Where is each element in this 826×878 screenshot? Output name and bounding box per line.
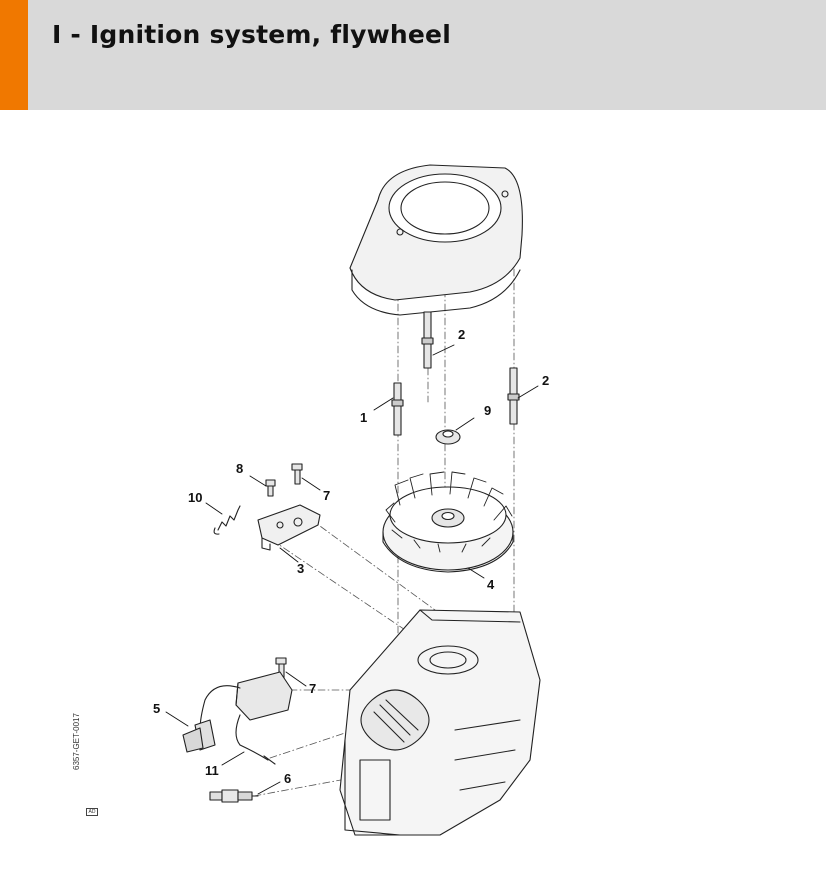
accent-stripe	[0, 0, 28, 110]
callout-7-screw-lower[interactable]: 7	[309, 681, 317, 696]
ignition-coil-part-5	[182, 671, 293, 753]
callout-11-ground-wire[interactable]: 11	[205, 763, 219, 778]
flywheel-part-4	[382, 471, 514, 573]
spark-plug-part-6	[209, 789, 259, 803]
screw-part-7-upper	[291, 463, 303, 485]
engine-crankcase	[339, 609, 541, 836]
callout-10-spring[interactable]: 10	[188, 490, 203, 505]
callout-5-ignition-coil[interactable]: 5	[153, 701, 161, 716]
screw-part-8	[265, 479, 276, 497]
callout-4-flywheel[interactable]: 4	[487, 577, 495, 592]
callout-8-screw[interactable]: 8	[236, 461, 244, 476]
stud-part-2-center	[421, 311, 434, 369]
ground-wire-part-11	[235, 714, 276, 765]
blower-housing	[349, 164, 523, 316]
callout-1-stud[interactable]: 1	[360, 410, 368, 425]
callout-2-stud-right[interactable]: 2	[542, 373, 550, 388]
page-title: I - Ignition system, flywheel	[52, 20, 451, 49]
stud-part-2-right	[507, 367, 520, 425]
bracket-part-3	[257, 504, 321, 551]
callout-6-spark-plug[interactable]: 6	[284, 771, 292, 786]
header-bar: I - Ignition system, flywheel	[0, 0, 826, 110]
stud-part-1	[391, 382, 404, 436]
leader-lines	[165, 344, 539, 795]
document-code: 6357-GET-0017	[72, 713, 81, 770]
callout-9-nut[interactable]: 9	[484, 403, 492, 418]
spring-part-10	[213, 505, 241, 535]
callout-7-screw-upper[interactable]: 7	[323, 488, 331, 503]
document-box-code: AD	[86, 808, 98, 816]
nut-part-9	[435, 429, 461, 445]
callout-3-bracket[interactable]: 3	[297, 561, 305, 576]
assembly-lines	[253, 254, 515, 797]
exploded-parts-diagram	[165, 164, 541, 836]
callout-2-stud-center[interactable]: 2	[458, 327, 466, 342]
